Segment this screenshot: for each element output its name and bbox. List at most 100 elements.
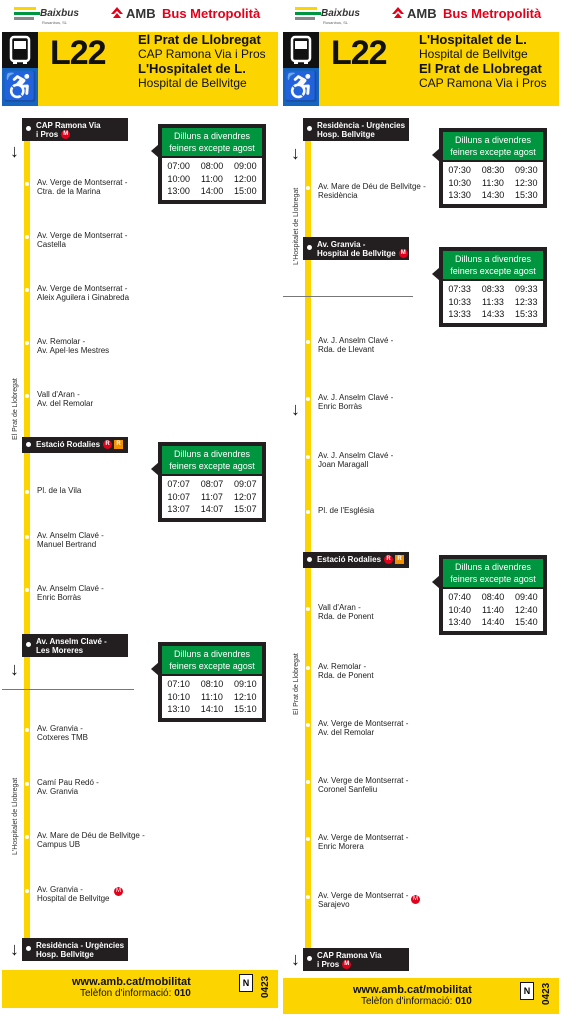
departure-time: 14:10 — [200, 704, 224, 714]
route-line — [305, 128, 311, 958]
stop-dot — [306, 723, 310, 727]
direction-arrow-icon: ↓ — [291, 143, 300, 163]
schedule-box: Dilluns a divendres feiners excepte agos… — [151, 124, 266, 204]
schedule-title: Dilluns a divendres feiners excepte agos… — [162, 446, 262, 474]
operator-name: Baixbus — [321, 8, 360, 19]
phone-number: 010 — [174, 988, 191, 999]
operator-name: Baixbus — [40, 8, 79, 19]
departure-time: 12:00 — [233, 173, 257, 184]
departure-time: 10:10 — [167, 691, 191, 702]
line-number: L22 — [50, 34, 107, 72]
network-label: Bus Metropolità — [443, 6, 542, 21]
stop-name: Av. J. Anselm Clavé - Rda. de Llevant — [318, 336, 394, 354]
stop-name: Residència - Urgències Hosp. Bellvitge — [317, 121, 406, 139]
baixbus-logo — [14, 7, 42, 21]
departure-time: 14:40 — [481, 617, 505, 627]
departure-time: 07:10 — [167, 679, 190, 689]
departure-time: 11:07 — [201, 491, 223, 502]
departure-time: 11:30 — [482, 177, 504, 188]
bus-icon — [2, 32, 38, 68]
departure-time: 10:07 — [167, 491, 191, 502]
schedule-box: Dilluns a divendres feiners excepte agos… — [432, 555, 547, 635]
website-link[interactable]: www.amb.cat/mobilitat — [72, 976, 191, 988]
departure-time: 10:30 — [448, 177, 472, 188]
stop-dot — [25, 535, 29, 539]
departure-time: 08:00 — [200, 161, 224, 171]
departure-time: 13:00 — [167, 186, 190, 196]
rodalies-icon: R — [103, 440, 113, 450]
stop-dot — [25, 835, 29, 839]
departure-time: 13:07 — [167, 504, 190, 514]
municipality-label: L'Hospitalet de Llobregat — [293, 187, 300, 265]
stop-dot — [306, 510, 310, 514]
departure-time: 08:10 — [200, 679, 224, 689]
departure-time: 10:33 — [448, 296, 472, 307]
panel-code: 0423 — [541, 982, 552, 1005]
departure-time: 10:00 — [167, 173, 191, 184]
departure-time: 14:33 — [481, 309, 505, 319]
stop-name: Av. Verge de Montserrat - Aleix Aguilera… — [37, 284, 130, 302]
wheelchair-icon: ♿ — [2, 68, 38, 106]
departure-time: 07:33 — [448, 284, 471, 294]
departure-time: 13:33 — [448, 309, 471, 319]
stop-name: Av. Verge de Montserrat - Sarajevo — [318, 891, 409, 909]
stop-name: Residència - Urgències Hosp. Bellvitge — [36, 941, 125, 959]
departure-time: 15:30 — [515, 190, 538, 200]
stop-name: Av. Verge de Montserrat - Av. del Remola… — [318, 719, 409, 737]
bus-icon — [283, 32, 319, 68]
departure-time: 12:30 — [514, 177, 538, 188]
destination-stop: CAP Ramona Via i Pros — [419, 76, 547, 90]
direction-arrow-icon: ↓ — [10, 659, 19, 679]
departure-time: 09:30 — [515, 165, 538, 175]
line-number: L22 — [331, 34, 388, 72]
schedule-title: Dilluns a divendres feiners excepte agos… — [443, 251, 543, 279]
departure-time: 15:07 — [234, 504, 257, 514]
terminus-stop: Residència - Urgències Hosp. Bellvitge — [22, 938, 128, 961]
phone-info: Telèfon d'informació: 010 — [361, 996, 472, 1007]
stop-dot — [306, 607, 310, 611]
departure-time: 07:40 — [448, 592, 471, 602]
departure-time: 09:40 — [515, 592, 538, 602]
stop-name: Estació Rodalies — [317, 555, 382, 564]
metro-icon: M — [61, 130, 71, 140]
route-line — [24, 128, 30, 958]
timetable-return: Baixbus Rosanbus, SL AMB Bus Metropolità… — [283, 0, 559, 1014]
stop-name: CAP Ramona Via i Pros — [317, 951, 382, 969]
terminus-stop: Residència - Urgències Hosp. Bellvitge — [303, 118, 409, 141]
departure-time: 09:10 — [234, 679, 257, 689]
stop-name: Av. Verge de Montserrat - Enric Morera — [318, 833, 409, 851]
schedule-box: Dilluns a divendres feiners excepte agos… — [151, 442, 266, 522]
schedule-title: Dilluns a divendres feiners excepte agos… — [443, 132, 543, 160]
departure-time: 13:40 — [448, 617, 471, 627]
operator-sub: Rosanbus, SL — [323, 20, 349, 25]
amb-logo-icon — [111, 7, 123, 18]
direction-arrow-icon: ↓ — [10, 141, 19, 161]
stop-name: Estació Rodalies — [36, 440, 101, 449]
departure-time: 10:40 — [448, 604, 472, 615]
departure-time: 15:33 — [515, 309, 538, 319]
departure-time: 09:00 — [234, 161, 257, 171]
website-link[interactable]: www.amb.cat/mobilitat — [353, 984, 472, 996]
stop-name: Av. Verge de Montserrat - Castella — [37, 231, 128, 249]
stop-name: Av. J. Anselm Clavé - Enric Borràs — [318, 393, 394, 411]
phone-label: Telèfon d'informació: — [80, 988, 172, 999]
stop-name: Vall d'Aran - Av. del Remolar — [37, 390, 94, 408]
brand-bar: Baixbus Rosanbus, SL AMB Bus Metropolità — [2, 0, 278, 32]
amb-label: AMB — [126, 6, 156, 21]
departure-time: 07:30 — [448, 165, 471, 175]
schedule-title: Dilluns a divendres feiners excepte agos… — [443, 559, 543, 587]
footer: www.amb.cat/mobilitat Telèfon d'informac… — [283, 978, 559, 1014]
baixbus-logo — [295, 7, 323, 21]
departure-time: 14:00 — [200, 186, 224, 196]
departure-time: 12:07 — [233, 491, 257, 502]
accessibility-badge-icon: N — [239, 974, 253, 992]
destination-town: El Prat de Llobregat — [419, 61, 542, 76]
metro-icon: M — [398, 249, 408, 259]
stop-name: Av. Granvia - Cotxeres TMB — [37, 724, 88, 742]
panel-code: 0423 — [260, 975, 271, 998]
departure-time: 07:00 — [167, 161, 190, 171]
